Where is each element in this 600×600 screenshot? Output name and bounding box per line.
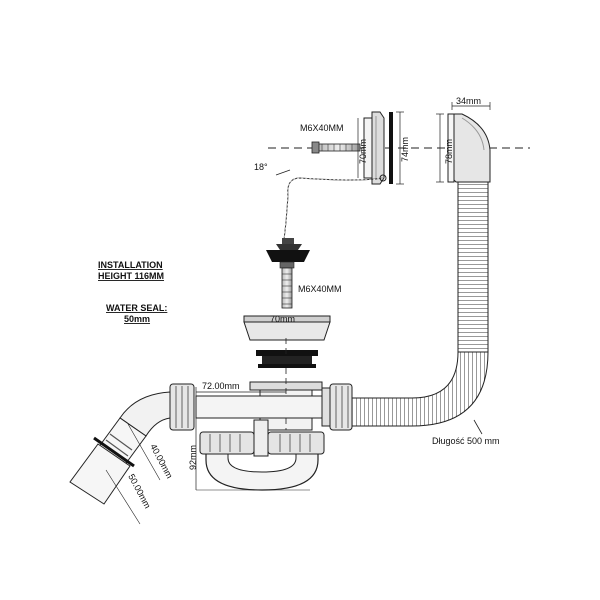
angled-outlet <box>69 391 171 505</box>
trap-height: 92mm <box>188 445 198 470</box>
gasket <box>389 112 393 184</box>
waste-diameter: 70mm <box>270 314 295 324</box>
waste-seal <box>256 350 318 368</box>
plug <box>266 238 310 269</box>
cover-depth: 34mm <box>456 96 481 106</box>
plug-chain <box>283 177 384 241</box>
top-screw <box>311 141 361 154</box>
hose-length: Długość 500 mm <box>432 436 500 446</box>
overflow-plate-height: 70mm <box>358 139 368 164</box>
overflow-cover <box>447 113 491 183</box>
u-trap <box>199 419 325 491</box>
middle-screw <box>281 267 293 309</box>
cover-height: 78mm <box>444 139 454 164</box>
water-seal-line2: 50mm <box>124 314 150 324</box>
screw-top-label: M6X40MM <box>300 123 344 133</box>
flexible-hose <box>351 181 489 427</box>
outlet-inner-dia: 40.00mm <box>148 442 174 480</box>
chain-angle: 18° <box>254 162 268 172</box>
trap-offset: 72.00mm <box>202 381 240 391</box>
water-seal-line1: WATER SEAL: <box>106 303 167 313</box>
hose-nut <box>329 383 353 431</box>
installation-height-line1: INSTALLATION <box>98 260 163 270</box>
trap-nut <box>169 383 195 431</box>
gasket-height: 74mm <box>400 137 410 162</box>
overflow-plate <box>363 111 385 185</box>
installation-height-line2: HEIGHT 116MM <box>98 271 164 281</box>
outlet-outer-dia: 50.00mm <box>126 472 152 510</box>
screw-mid-label: M6X40MM <box>298 284 342 294</box>
